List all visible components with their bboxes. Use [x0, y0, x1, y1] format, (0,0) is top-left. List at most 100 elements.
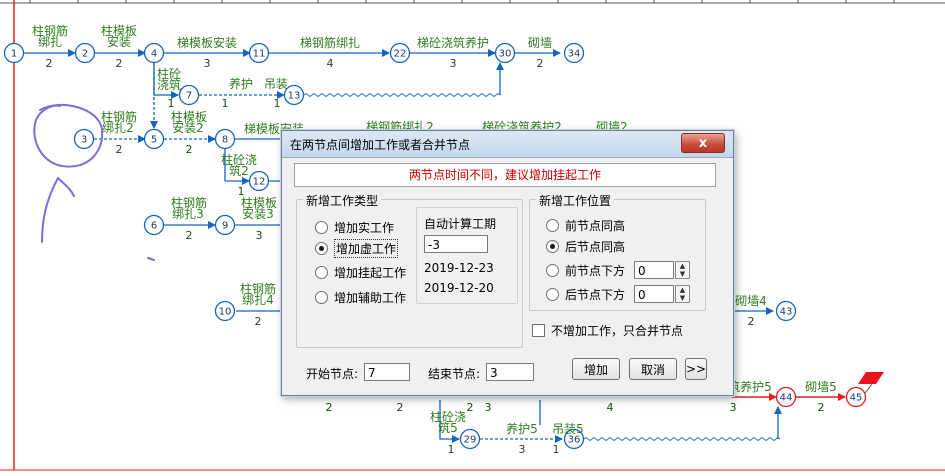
more-button[interactable]: >> [685, 358, 707, 380]
work-label: 柱模板 [171, 109, 207, 124]
node-36[interactable]: 36 [563, 428, 585, 450]
spin-up-icon[interactable]: ▲ [679, 286, 686, 294]
close-icon: x [698, 135, 708, 151]
node-8[interactable]: 8 [214, 128, 236, 150]
svg-text:10: 10 [219, 307, 232, 318]
work-label: 柱砼 [157, 66, 181, 81]
work-label: 柱模板 [241, 195, 277, 210]
row-1 [23, 49, 561, 129]
spin-down-icon[interactable]: ▼ [679, 294, 686, 302]
duration-input[interactable]: -3 [424, 235, 488, 253]
duration-label: 4 [327, 57, 334, 70]
radio-below-next[interactable]: 后节点下方 [546, 286, 625, 303]
radio-same-height-next[interactable]: 后节点同高 [546, 238, 625, 255]
below-prev-input[interactable]: 0 [634, 261, 674, 279]
radio-indicator[interactable] [546, 240, 559, 253]
node-7[interactable]: 7 [178, 84, 200, 106]
node-12[interactable]: 12 [248, 170, 270, 192]
message-box: 两节点时间不同，建议增加挂起工作 [294, 163, 716, 187]
spin-up-icon[interactable]: ▲ [679, 262, 686, 270]
node-6[interactable]: 6 [143, 214, 165, 236]
merge-only-checkbox[interactable]: 不增加工作，只合并节点 [532, 322, 683, 339]
work-label: 筑5 [438, 420, 458, 435]
work-label: 吊装5 [552, 422, 584, 436]
work-label: 柱钢筋 [32, 23, 68, 38]
radio-label: 前节点同高 [565, 219, 626, 233]
end-node-label: 结束节点: [428, 367, 481, 381]
radio-real-work[interactable]: 增加实工作 [315, 219, 394, 236]
node-30[interactable]: 30 [494, 42, 516, 64]
checkbox-indicator[interactable] [532, 324, 545, 337]
node-13[interactable]: 13 [283, 84, 305, 106]
work-label: 柱砼浇 [221, 152, 257, 167]
work-label: 柱模板 [101, 23, 137, 38]
node-34[interactable]: 34 [563, 42, 585, 64]
radio-indicator[interactable] [315, 242, 328, 255]
svg-text:29: 29 [464, 435, 477, 446]
duration-label: 3 [485, 401, 492, 414]
radio-indicator[interactable] [315, 266, 328, 279]
duration-label: 2 [748, 315, 755, 328]
end-node-input[interactable]: 3 [486, 363, 534, 381]
node-9[interactable]: 9 [214, 214, 236, 236]
below-next-spinner[interactable]: ▲▼ [675, 285, 690, 303]
add-button[interactable]: 增加 [572, 358, 620, 380]
node-11[interactable]: 11 [248, 42, 270, 64]
svg-text:12: 12 [253, 177, 266, 188]
svg-text:6: 6 [151, 221, 157, 232]
radio-label: 增加辅助工作 [334, 291, 407, 305]
row-5 [439, 372, 884, 443]
below-next-input[interactable]: 0 [634, 285, 674, 303]
svg-text:7: 7 [186, 91, 192, 102]
node-10[interactable]: 10 [214, 300, 236, 322]
start-node-input[interactable]: 7 [364, 363, 410, 381]
node-45[interactable]: 45 [845, 386, 867, 408]
work-position-group-title: 新增工作位置 [536, 192, 615, 209]
radio-indicator[interactable] [546, 264, 559, 277]
radio-auxiliary-work[interactable]: 增加辅助工作 [315, 289, 406, 306]
duration-label: 2 [255, 315, 262, 328]
node-22[interactable]: 22 [389, 42, 411, 64]
node-3[interactable]: 3 [73, 128, 95, 150]
cancel-button[interactable]: 取消 [629, 358, 677, 380]
radio-suspend-work[interactable]: 增加挂起工作 [315, 264, 406, 281]
radio-same-height-prev[interactable]: 前节点同高 [546, 217, 625, 234]
svg-text:4: 4 [151, 49, 157, 60]
below-prev-spinner[interactable]: ▲▼ [675, 261, 690, 279]
duration-label: 2 [116, 143, 123, 156]
node-44[interactable]: 44 [775, 386, 797, 408]
radio-label: 后节点同高 [565, 240, 626, 254]
node-1[interactable]: 1 [3, 42, 25, 64]
radio-below-prev[interactable]: 前节点下方 [546, 262, 625, 279]
svg-text:45: 45 [850, 393, 863, 404]
close-button[interactable]: x [681, 133, 725, 153]
date-end: 2019-12-20 [424, 281, 494, 295]
dialog-title: 在两节点间增加工作或者合并节点 [290, 137, 471, 152]
work-label: 筑养护5 [728, 379, 772, 394]
node-4[interactable]: 4 [143, 42, 165, 64]
radio-indicator[interactable] [546, 288, 559, 301]
auto-calc-panel [416, 207, 518, 304]
dialog-titlebar[interactable]: 在两节点间增加工作或者合并节点 [282, 131, 733, 158]
work-label: 梯模板安装 [177, 35, 237, 50]
date-start: 2019-12-23 [424, 261, 494, 275]
node-29[interactable]: 29 [459, 428, 481, 450]
duration-label: 3 [256, 229, 263, 242]
node-2[interactable]: 2 [74, 42, 96, 64]
work-label: 安装3 [242, 206, 274, 221]
duration-label: 1 [274, 97, 281, 110]
duration-label: 3 [204, 57, 211, 70]
radio-dummy-work[interactable]: 增加虚工作 [315, 239, 399, 258]
duration-label: 1 [448, 443, 455, 456]
radio-indicator[interactable] [546, 219, 559, 232]
node-5[interactable]: 5 [143, 128, 165, 150]
svg-text:8: 8 [222, 135, 228, 146]
radio-indicator[interactable] [315, 291, 328, 304]
node-43[interactable]: 43 [775, 300, 797, 322]
radio-indicator[interactable] [315, 221, 328, 234]
duration-label: 2 [186, 229, 193, 242]
duration-label: 2 [116, 57, 123, 70]
spin-down-icon[interactable]: ▼ [679, 270, 686, 278]
checkbox-label: 不增加工作，只合并节点 [551, 324, 684, 338]
